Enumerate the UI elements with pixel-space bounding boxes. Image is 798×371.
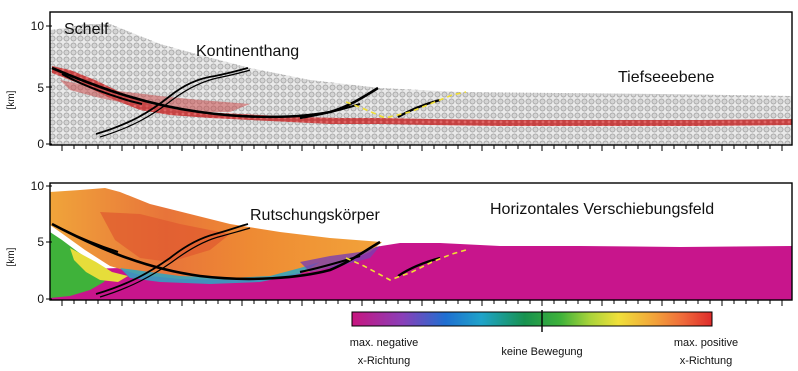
colorbar-right-label-1: max. positive — [674, 337, 738, 349]
fault-4 — [99, 69, 251, 138]
colorbar: max. negative x-Richtung keine Bewegung … — [350, 310, 738, 367]
colorbar-bar — [351, 311, 713, 327]
dashed-boundary — [345, 91, 467, 119]
ylabel-bottom: [km] — [6, 247, 17, 266]
tick-label-bottom-0: 0 — [37, 292, 44, 306]
fault-bottom-3 — [95, 223, 249, 295]
y-ticks — [46, 25, 52, 300]
purple-patches — [300, 246, 380, 272]
dashed-boundary-bottom — [345, 249, 467, 281]
label-field: Horizontales Verschiebungsfeld — [490, 201, 714, 218]
label-slide: Rutschungskörper — [250, 207, 381, 224]
x-ticks-top — [61, 145, 783, 151]
colorbar-center-label: keine Bewegung — [501, 346, 582, 358]
weak-layer — [52, 66, 792, 126]
main-fault-bottom — [51, 222, 381, 281]
label-plain: Tiefseeebene — [618, 69, 714, 86]
yellow-zone — [70, 248, 128, 282]
top-panel-frame — [49, 11, 793, 146]
colorbar-right-label-2: x-Richtung — [680, 355, 733, 367]
fault-bottom-2 — [63, 229, 119, 253]
tick-label-bottom-10: 10 — [31, 179, 45, 193]
basin-field — [50, 243, 792, 300]
x-ticks-bottom — [61, 300, 783, 306]
ylabel-top: [km] — [6, 90, 17, 109]
colorbar-left-label-2: x-Richtung — [358, 355, 411, 367]
fault-2 — [61, 73, 143, 105]
main-fault — [51, 66, 379, 119]
label-shelf: Schelf — [64, 21, 109, 38]
bottom-panel: Rutschungskörper Horizontales Verschiebu… — [6, 179, 793, 306]
tick-label-top-0: 0 — [37, 137, 44, 151]
fault-bottom-4 — [99, 227, 251, 298]
top-panel: Schelf Kontinenthang Tiefseeebene 10 5 0… — [6, 11, 793, 151]
weak-layer-patches — [60, 80, 250, 112]
tick-label-bottom-5: 5 — [37, 235, 44, 249]
fault-6 — [397, 98, 441, 118]
label-slope: Kontinenthang — [196, 43, 299, 60]
fault-bottom-6 — [397, 256, 441, 277]
fault-bottom-5 — [299, 254, 361, 274]
slide-core — [100, 212, 230, 262]
colorbar-left-label-1: max. negative — [350, 337, 418, 349]
tick-label-top-10: 10 — [31, 19, 45, 33]
tick-label-top-5: 5 — [37, 81, 44, 95]
fault-3 — [95, 67, 249, 135]
